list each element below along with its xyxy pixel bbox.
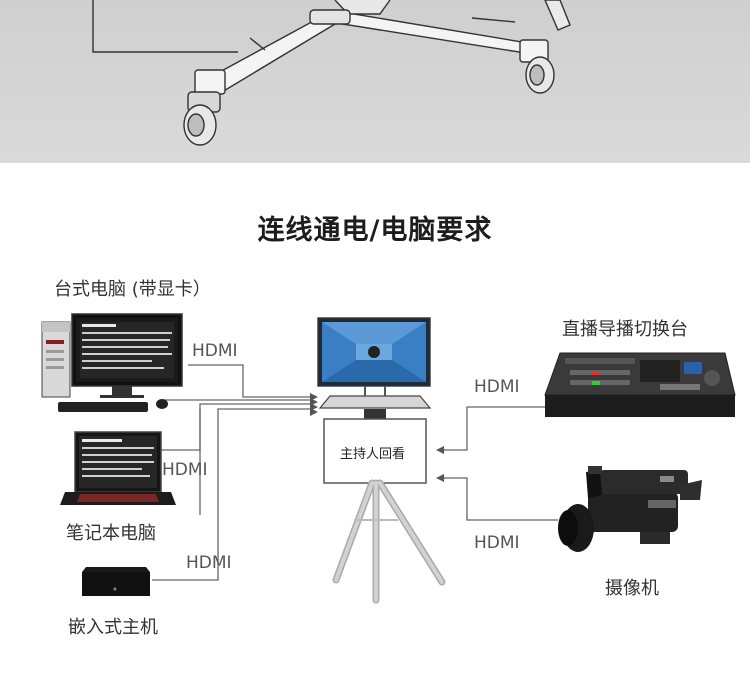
teleprompter-icon [317,317,446,604]
desktop-hdmi-label: HDMI [192,341,238,361]
connection-lines [140,364,558,581]
arrow-heads [310,393,444,482]
embedded-host-icon [82,567,150,596]
embedded-hdmi-label: HDMI [186,553,232,573]
desktop-computer-icon [41,313,183,412]
page-heading: 连线通电/电脑要求 [257,215,493,246]
camcorder-icon [558,466,702,552]
switcher-label: 直播导播切换台 [562,319,688,340]
live-switcher-icon [544,352,736,417]
return-monitor-label: 主持人回看 [340,447,406,462]
camera-label: 摄像机 [605,578,659,599]
switcher-hdmi-label: HDMI [474,377,520,397]
desktop-label: 台式电脑 (带显卡） [54,279,211,300]
tripod-dolly-sketch [92,0,571,146]
laptop-icon [60,431,176,505]
embedded-host-label: 嵌入式主机 [68,617,158,638]
laptop-label: 笔记本电脑 [66,523,156,544]
laptop-hdmi-label: HDMI [162,460,208,480]
camera-hdmi-label: HDMI [474,533,520,553]
